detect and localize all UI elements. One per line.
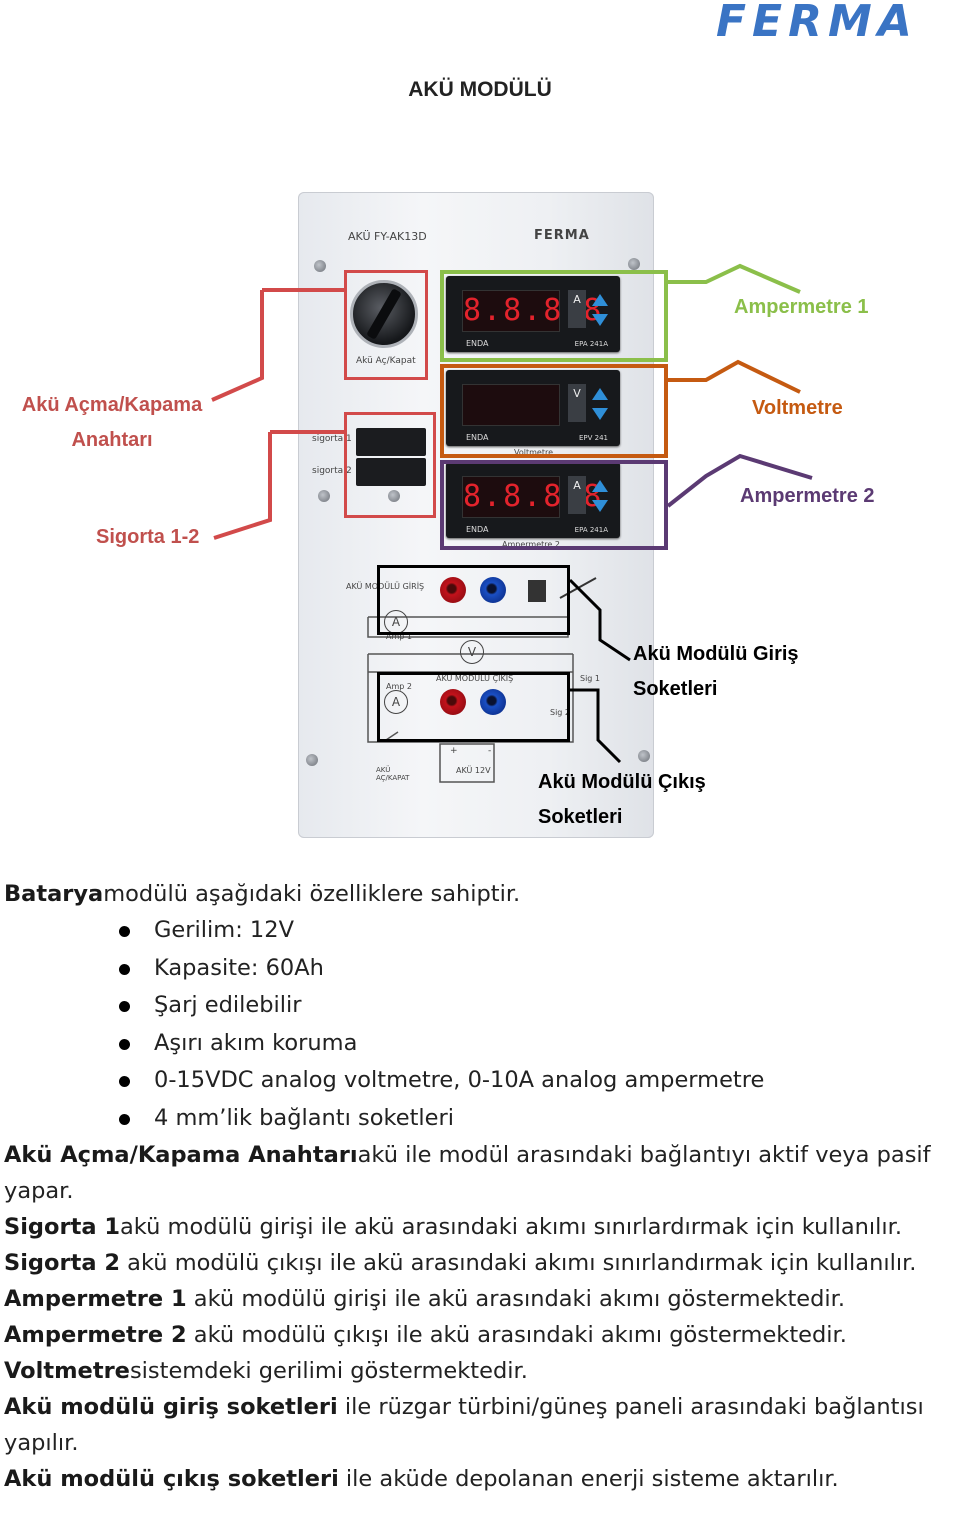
- fuse-highlight-box: [344, 412, 436, 518]
- screw-icon: [388, 490, 400, 502]
- output-socket-red[interactable]: [440, 689, 466, 715]
- panel-brand-label: FERMA: [534, 228, 590, 243]
- output-sockets-highlight-box: [377, 672, 570, 742]
- intro-paragraph: Bataryamodülü aşağıdaki özelliklere sahi…: [4, 881, 521, 907]
- paragraph-input-sockets: Akü modülü giriş soketleri ile rüzgar tü…: [4, 1394, 924, 1456]
- input-sockets-highlight-box: [377, 565, 570, 635]
- voltmeter-display: V ENDA EPV 241: [446, 370, 620, 446]
- sig1-label: Sig 1: [580, 674, 601, 683]
- feature-item: Aşırı akım koruma: [4, 1025, 954, 1063]
- paragraph-voltmeter: Voltmetresistemdeki gerilimi göstermekte…: [4, 1358, 528, 1384]
- page-title: AKÜ MODÜLÜ: [408, 78, 552, 101]
- ammeter-1-highlight-box: [440, 270, 668, 362]
- fuse-holder-1[interactable]: [356, 428, 426, 456]
- callout-ampermetre-1: Ampermetre 1: [734, 296, 869, 318]
- screw-icon: [314, 260, 326, 272]
- ferma-logo: FERMA: [716, 0, 918, 47]
- meter-brand: ENDA: [466, 525, 489, 534]
- feature-item: Şarj edilebilir: [4, 987, 954, 1025]
- ammeter-2-sub-label: Ampermetre 2: [502, 540, 560, 549]
- battery-plus: +: [450, 746, 458, 756]
- battery-minus: -: [488, 746, 492, 756]
- voltmeter-highlight-box: [440, 364, 668, 458]
- meter-brand: ENDA: [466, 433, 489, 442]
- callout-input-sockets: Akü Modülü Giriş Soketleri: [633, 637, 799, 707]
- ammeter-2-readout: 8.8.8.8: [462, 476, 601, 518]
- callout-sigorta: Sigorta 1-2: [96, 526, 200, 548]
- feature-list: Gerilim: 12V Kapasite: 60Ah Şarj edilebi…: [4, 912, 954, 1137]
- sig2-label: Sig 2: [550, 708, 571, 717]
- down-arrow-icon[interactable]: [592, 500, 608, 512]
- callout-input-line2: Soketleri: [633, 678, 718, 700]
- feature-item: Kapasite: 60Ah: [4, 950, 954, 988]
- ammeter-2-unit: A: [568, 476, 586, 514]
- voltmeter-readout: [462, 384, 560, 426]
- down-arrow-icon[interactable]: [592, 314, 608, 326]
- paragraph-switch: Akü Açma/Kapama Anahtarıakü ile modül ar…: [4, 1142, 931, 1204]
- fuse2-label: sigorta 2: [312, 466, 352, 476]
- input-socket-blue[interactable]: [480, 577, 506, 603]
- screw-icon: [638, 750, 650, 762]
- rotary-switch-knob[interactable]: [350, 280, 418, 348]
- feature-item: 0-15VDC analog voltmetre, 0-10A analog a…: [4, 1062, 954, 1100]
- callout-input-line1: Akü Modülü Giriş: [633, 643, 799, 665]
- up-arrow-icon[interactable]: [592, 388, 608, 400]
- callout-voltmetre: Voltmetre: [752, 397, 843, 419]
- ammeter-1-unit: A: [568, 290, 586, 328]
- screw-icon: [306, 754, 318, 766]
- callout-switch-line2: Anahtarı: [71, 429, 153, 451]
- callout-output-sockets: Akü Modülü Çıkış Soketleri: [538, 765, 706, 835]
- amp1-label: Amp 1: [386, 632, 412, 641]
- switch-highlight-box: [344, 270, 428, 380]
- ammeter-2-symbol: A: [384, 690, 408, 714]
- paragraph-ammeter-1: Ampermetre 1 akü modülü girişi ile akü a…: [4, 1286, 845, 1312]
- voltmeter-symbol: V: [460, 640, 484, 664]
- meter-model: EPV 241: [578, 434, 608, 442]
- amp2-label: Amp 2: [386, 682, 412, 691]
- output-socket-blue[interactable]: [480, 689, 506, 715]
- feature-item: Gerilim: 12V: [4, 912, 954, 950]
- callout-ampermetre-2: Ampermetre 2: [740, 485, 875, 507]
- input-socket-red[interactable]: [440, 577, 466, 603]
- up-arrow-icon[interactable]: [592, 480, 608, 492]
- meter-model: EPA 241A: [574, 526, 608, 534]
- screw-icon: [628, 258, 640, 270]
- switch-symbol-label: AKÜ AÇ/KAPAT: [376, 766, 410, 782]
- down-arrow-icon[interactable]: [592, 408, 608, 420]
- callout-switch-line1: Akü Açma/Kapama: [21, 394, 203, 416]
- callout-switch: Akü Açma/Kapama Anahtarı: [10, 388, 214, 458]
- fuse1-label: sigorta 1: [312, 434, 352, 444]
- paragraph-ammeter-2: Ampermetre 2 akü modülü çıkışı ile akü a…: [4, 1322, 847, 1348]
- panel-model-label: AKÜ FY-AK13D: [348, 230, 427, 243]
- paragraph-fuse-2: Sigorta 2 akü modülü çıkışı ile akü aras…: [4, 1250, 917, 1276]
- paragraph-fuse-1: Sigorta 1akü modülü girişi ile akü arası…: [4, 1214, 903, 1240]
- output-sockets-label: AKÜ MODÜLÜ ÇIKIŞ: [436, 674, 514, 683]
- input-sockets-label: AKÜ MODÜLÜ GİRİŞ: [346, 582, 425, 591]
- module-panel: AKÜ FY-AK13D FERMA Akü Aç/Kapat sigorta …: [298, 192, 654, 838]
- switch-label: Akü Aç/Kapat: [356, 356, 416, 366]
- ammeter-1-display: 8.8.8.8 A ENDA EPA 241A: [446, 276, 620, 352]
- screw-icon: [318, 490, 330, 502]
- ammeter-2-highlight-box: [440, 460, 668, 550]
- voltmeter-unit: V: [568, 384, 586, 422]
- paragraph-output-sockets: Akü modülü çıkış soketleri ile aküde dep…: [4, 1466, 839, 1492]
- callout-output-line1: Akü Modülü Çıkış: [538, 771, 706, 793]
- meter-brand: ENDA: [466, 339, 489, 348]
- voltmeter-sub-label: Voltmetre: [514, 448, 553, 457]
- fuse-holder-2[interactable]: [356, 458, 426, 486]
- battery-label: AKÜ 12V: [456, 766, 491, 775]
- ammeter-2-display: 8.8.8.8 A ENDA EPA 241A: [446, 462, 620, 538]
- up-arrow-icon[interactable]: [592, 294, 608, 306]
- meter-model: EPA 241A: [574, 340, 608, 348]
- feature-item: 4 mm’lik bağlantı soketleri: [4, 1100, 954, 1138]
- description-text: Bataryamodülü aşağıdaki özelliklere sahi…: [4, 876, 954, 1497]
- callout-output-line2: Soketleri: [538, 806, 623, 828]
